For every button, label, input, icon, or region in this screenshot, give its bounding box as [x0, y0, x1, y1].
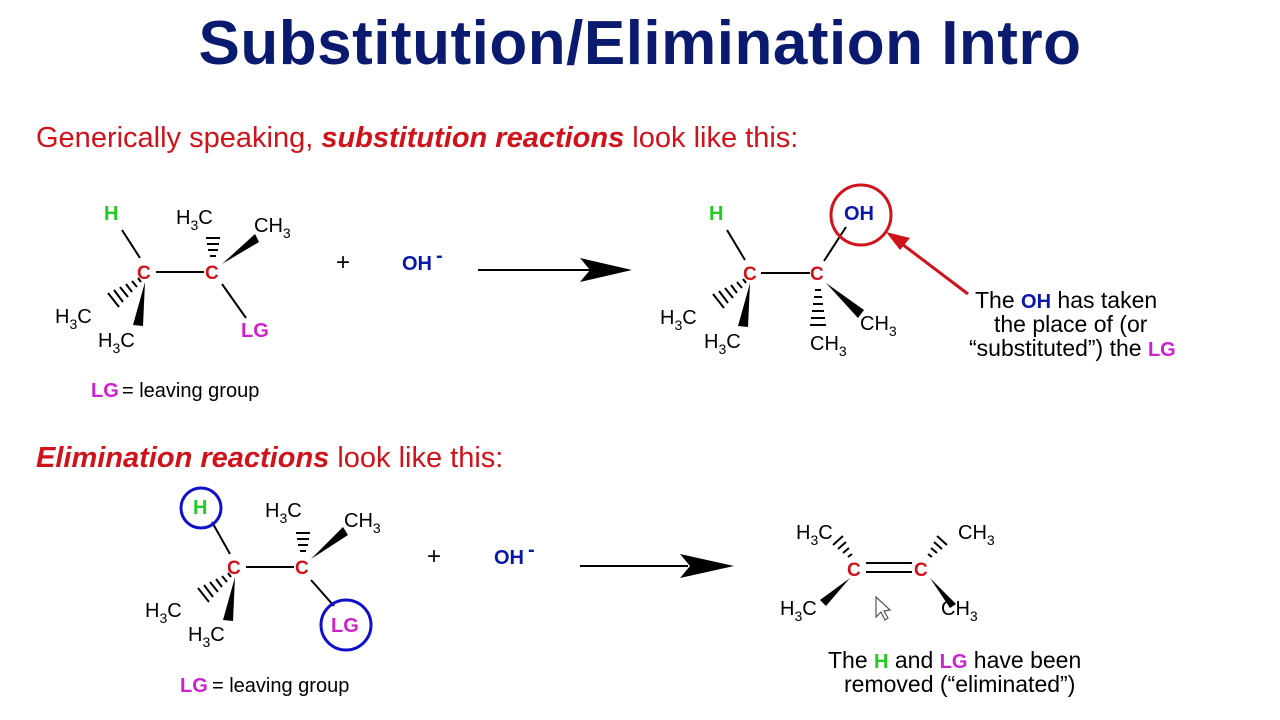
hydroxyl-group: OH: [844, 203, 874, 225]
bond-h: [726, 229, 746, 261]
substitution-product: H C C OH H3C H3C CH3 CH3: [660, 183, 897, 359]
substitution-heading-emphasis: substitution reactions: [321, 122, 625, 154]
caption-line-2: removed (“eliminated”): [844, 671, 1075, 697]
callout-line-1: The OH has taken: [975, 287, 1157, 313]
hydroxide-reagent: OH: [494, 547, 524, 569]
reaction-arrow-icon: [580, 554, 734, 578]
bond-c-oh: [823, 226, 847, 262]
hydroxide-charge: -: [436, 245, 443, 267]
substitution-heading-pre: Generically speaking,: [36, 122, 322, 154]
methyl-label: CH3: [860, 313, 897, 339]
mouse-cursor-icon: [875, 595, 892, 621]
hydroxide-charge: -: [528, 539, 535, 561]
caption-line-1: The H and LG have been: [828, 647, 1081, 673]
bond-h: [121, 229, 141, 259]
carbon-atom: C: [810, 264, 824, 285]
methyl-label: H3C: [98, 330, 135, 356]
methyl-label: H3C: [780, 598, 817, 624]
hashed-wedge: [197, 572, 232, 603]
callout-line-3: “substituted”) the LG: [969, 335, 1176, 361]
solid-wedge-ch3: [222, 234, 259, 264]
lg-legend-label: LG: [180, 675, 208, 697]
hashed-wedge-up: [206, 237, 220, 257]
methyl-label: CH3: [254, 215, 291, 241]
leaving-group: LG: [331, 615, 359, 637]
hydrogen-atom: H: [104, 203, 118, 225]
page-title: Substitution/Elimination Intro: [198, 9, 1082, 78]
carbon-atom: C: [847, 560, 861, 581]
plus-sign: +: [336, 249, 350, 276]
leaving-group: LG: [241, 320, 269, 342]
carbon-atom: C: [137, 263, 151, 284]
elimination-heading-emphasis: Elimination reactions: [36, 442, 330, 474]
solid-wedge: [223, 577, 235, 621]
bond-h: [211, 521, 231, 555]
oh-highlight-circle: [829, 183, 893, 247]
substitution-callout: The OH has taken the place of (or “subst…: [969, 287, 1176, 361]
lg-legend-text: = leaving group: [212, 675, 349, 697]
solid-wedge: [930, 578, 956, 608]
methyl-label: H3C: [660, 307, 697, 333]
hashed-wedge-down: [810, 289, 826, 326]
methyl-label: CH3: [941, 598, 978, 624]
solid-wedge: [738, 283, 750, 327]
methyl-label: CH3: [344, 510, 381, 536]
bond-c-lg: [221, 283, 247, 319]
methyl-label: H3C: [265, 500, 302, 526]
methyl-label: H3C: [145, 600, 182, 626]
carbon-atom: C: [743, 264, 757, 285]
hydroxide-reagent: OH: [402, 253, 432, 275]
hydrogen-atom: H: [709, 203, 723, 225]
lg-legend-text: = leaving group: [122, 380, 259, 402]
elimination-caption: The H and LG have been removed (“elimina…: [828, 647, 1081, 697]
carbon-atom: C: [205, 263, 219, 284]
solid-wedge: [820, 578, 850, 606]
bond-c-lg: [310, 579, 335, 607]
solid-wedge: [133, 282, 145, 326]
solid-wedge-ch3: [311, 527, 348, 559]
methyl-label: H3C: [176, 207, 213, 233]
substitution-reactant: H C C LG H3C CH3 H3C H3C: [55, 203, 291, 356]
methyl-label: H3C: [704, 331, 741, 357]
hashed-wedge: [107, 277, 142, 308]
substitution-heading: Generically speaking, substitution react…: [36, 122, 798, 155]
reaction-arrow-icon: [478, 258, 632, 282]
elimination-reactant: H C C LG H3C CH3 H3C H3C: [145, 486, 381, 652]
elimination-heading: Elimination reactions look like this:: [36, 442, 503, 475]
elimination-heading-post: look like this:: [329, 442, 504, 474]
methyl-label: CH3: [958, 522, 995, 548]
methyl-label: H3C: [796, 522, 833, 548]
callout-arrow-icon: [886, 232, 969, 296]
substitution-heading-post: look like this:: [624, 122, 799, 154]
callout-line-2: the place of (or: [994, 311, 1148, 337]
h-highlight-circle: [179, 486, 223, 530]
carbon-atom: C: [295, 558, 309, 579]
solid-wedge-ch3: [826, 283, 864, 318]
methyl-label: H3C: [55, 306, 92, 332]
carbon-atom: C: [227, 558, 241, 579]
plus-sign: +: [427, 543, 441, 570]
lg-legend-label: LG: [91, 380, 119, 402]
hashed-wedge: [927, 535, 948, 558]
hashed-wedge: [712, 278, 747, 309]
hydrogen-atom: H: [193, 497, 207, 519]
lg-highlight-circle: [319, 598, 373, 652]
methyl-label: CH3: [810, 333, 847, 359]
methyl-label: H3C: [188, 624, 225, 650]
hashed-wedge-up: [296, 532, 310, 552]
hashed-wedge: [832, 535, 853, 558]
carbon-atom: C: [914, 560, 928, 581]
